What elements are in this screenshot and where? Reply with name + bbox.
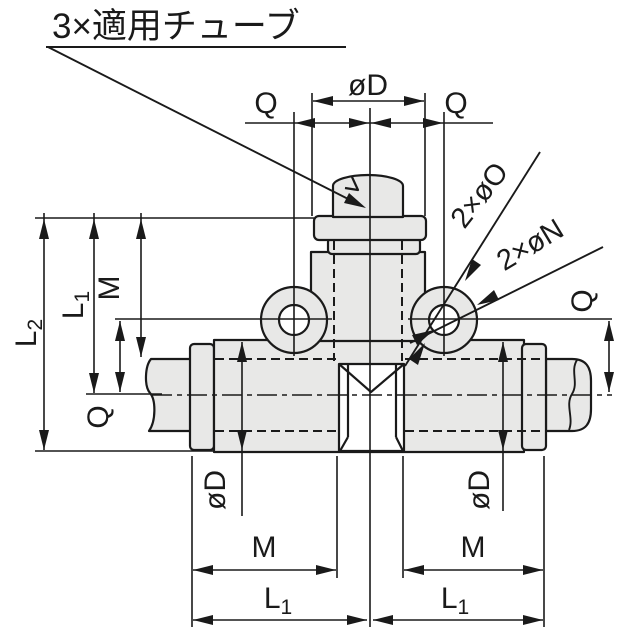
l1-bl-base: L: [264, 582, 281, 615]
tube-note-leader: [47, 46, 363, 207]
fitting-body: [144, 173, 593, 454]
dimension-lines: [39, 96, 614, 625]
vertical-port-neck: [309, 250, 427, 343]
dim-label-l2: L2: [10, 319, 47, 347]
dim-label-m-bottom-right: M: [461, 531, 486, 564]
tube-note-label: 3×適用チューブ: [52, 7, 300, 46]
reference-lines: [35, 93, 612, 627]
center-throat-walls: [346, 364, 398, 437]
dim-label-q-top-right: Q: [444, 87, 467, 120]
dim-label-m-left-vertical: M: [93, 276, 126, 301]
label-holes-inner: 2×øN: [491, 213, 569, 277]
right-tube-break-line: [568, 359, 578, 431]
right-tube: [544, 357, 593, 433]
l2-subscript: 2: [24, 319, 47, 331]
l2-base: L: [10, 331, 43, 348]
hole-centerlines: [115, 112, 612, 356]
dim-label-q-top-left: Q: [254, 87, 277, 120]
left-release-ring: [188, 342, 216, 452]
tube-note-leader-arrow: [344, 193, 366, 208]
right-release-ring: [520, 342, 548, 452]
top-tube-break-notch: [344, 176, 360, 192]
dim-label-diameter-bottom-right: øD: [463, 470, 496, 510]
holes-inner-leader: [409, 246, 604, 344]
dim-arrowheads: [39, 96, 614, 625]
dim-label-m-bottom-left: M: [252, 531, 277, 564]
center-throat-flares: [339, 436, 404, 452]
hidden-bore-lines: [215, 241, 544, 432]
extension-lines: [35, 93, 545, 627]
l1-br-subscript: 1: [458, 596, 470, 619]
l1-base: L: [57, 303, 90, 320]
dim-label-diameter-bottom-left: øD: [199, 470, 232, 510]
dim-label-diameter-top: øD: [348, 69, 388, 102]
dim-label-q-right: Q: [566, 289, 599, 312]
dim-label-q-left-lower: Q: [82, 405, 115, 428]
label-holes-outer: 2×øO: [445, 157, 515, 234]
dim-label-l1-left-vertical: L1: [57, 291, 94, 319]
dim-label-l1-bottom-right: L1: [441, 582, 469, 619]
l1-subscript: 1: [71, 291, 94, 303]
center-throat: [337, 362, 406, 453]
l1-br-base: L: [441, 582, 458, 615]
center-throat-vee: [338, 363, 405, 394]
leader-lines: [46, 46, 604, 367]
l1-bl-subscript: 1: [281, 596, 293, 619]
holes-outer-leader: [404, 151, 541, 367]
dim-label-l1-bottom-left: L1: [264, 582, 292, 619]
